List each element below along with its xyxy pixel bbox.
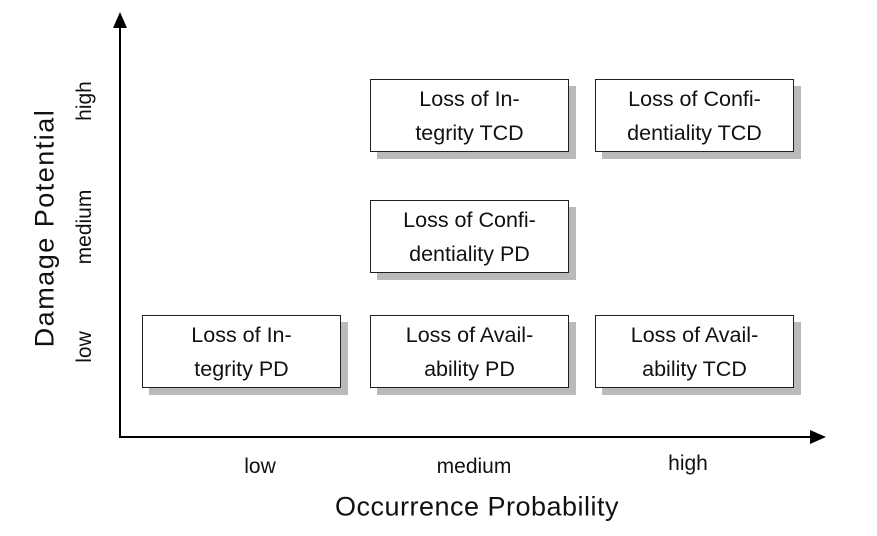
risk-box-label-line: ability TCD (642, 356, 747, 381)
risk-box-loss-of-confidentiality-tcd: Loss of Confi- dentiality TCD (595, 79, 794, 152)
x-axis-arrowhead-icon (810, 430, 826, 444)
risk-box-label-line: Loss of In- (419, 86, 520, 111)
y-tick-high: high (73, 81, 96, 121)
risk-box-label-line: ability PD (424, 356, 515, 381)
risk-box-label-line: Loss of In- (191, 322, 292, 347)
risk-box-label-line: dentiality PD (409, 241, 530, 266)
risk-box-loss-of-integrity-pd: Loss of In- tegrity PD (142, 315, 341, 388)
y-axis-title: Damage Potential (29, 108, 60, 348)
risk-box-label-line: tegrity PD (194, 356, 289, 381)
x-axis-title: Occurrence Probability (334, 491, 620, 522)
x-tick-high: high (668, 452, 708, 475)
risk-box-loss-of-integrity-tcd: Loss of In- tegrity TCD (370, 79, 569, 152)
risk-box-label-line: dentiality TCD (627, 120, 762, 145)
risk-box-loss-of-availability-pd: Loss of Avail- ability PD (370, 315, 569, 388)
risk-box-loss-of-availability-tcd: Loss of Avail- ability TCD (595, 315, 794, 388)
y-tick-medium: medium (73, 189, 96, 265)
risk-box-label-line: Loss of Avail- (405, 322, 534, 347)
risk-box-label-line: Loss of Confi- (628, 86, 761, 111)
x-tick-low: low (244, 455, 276, 478)
risk-box-label-line: tegrity TCD (415, 120, 524, 145)
risk-box-loss-of-confidentiality-pd: Loss of Confi- dentiality PD (370, 200, 569, 273)
risk-box-label-line: Loss of Avail- (630, 322, 759, 347)
x-axis-line (119, 436, 813, 438)
y-tick-low: low (73, 331, 96, 363)
risk-box-label-line: Loss of Confi- (403, 207, 536, 232)
x-tick-medium: medium (436, 455, 512, 478)
y-axis-arrowhead-icon (113, 12, 127, 28)
y-axis-line (119, 22, 121, 438)
